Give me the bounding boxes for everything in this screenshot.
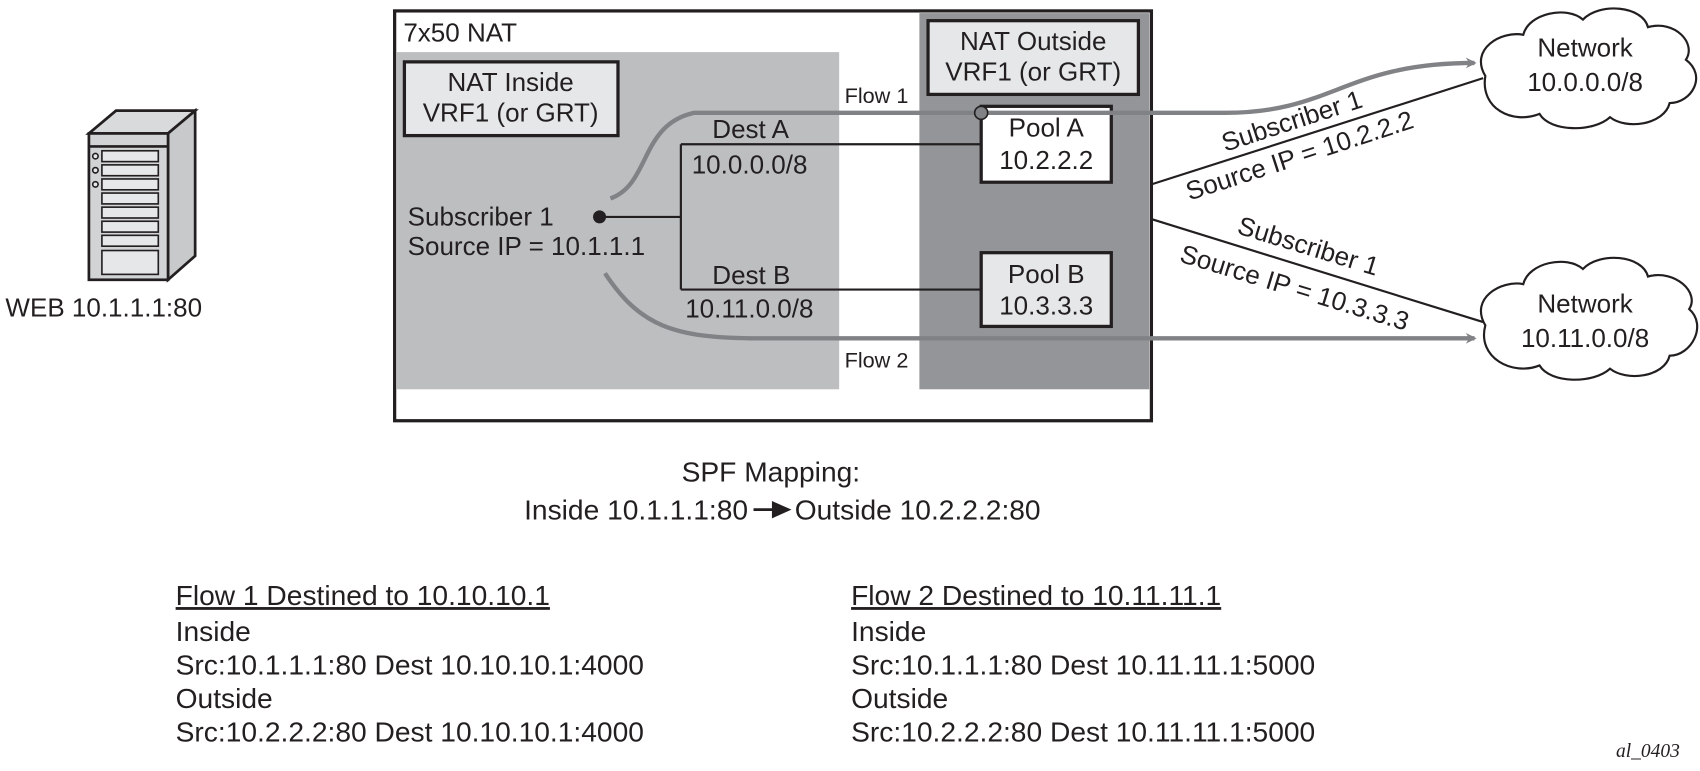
subscriber-name: Subscriber 1 xyxy=(408,202,554,232)
outside-vrf-label: NAT Outside xyxy=(960,26,1107,56)
subscriber-source-ip: Source IP = 10.1.1.1 xyxy=(408,231,645,261)
flow-2-arrow xyxy=(603,272,1477,344)
pool-b-box xyxy=(979,251,1113,329)
flow-1-details: Flow 1 Destined to 10.10.10.1 Inside Src… xyxy=(176,579,644,748)
flow-1-heading: Flow 1 Destined to 10.10.10.1 xyxy=(176,579,550,611)
inside-vrf-label: NAT Inside xyxy=(448,67,574,97)
flow-2-inside-label: Inside xyxy=(851,615,926,647)
network-b-name: Network xyxy=(1537,288,1633,318)
inside-vrf-box xyxy=(402,60,620,138)
nat-box-title: 7x50 NAT xyxy=(403,17,517,47)
flow-2-heading: Flow 2 Destined to 10.11.11.1 xyxy=(851,579,1221,611)
flow-2-inside: Src:10.1.1.1:80 Dest 10.11.11.1:5000 xyxy=(851,648,1315,680)
dest-a-prefix: 10.0.0.0/8 xyxy=(692,150,808,180)
network-a-prefix: 10.0.0.0/8 xyxy=(1527,67,1643,97)
dest-b-label: Dest B xyxy=(712,260,790,290)
pool-b-name: Pool B xyxy=(1008,259,1085,289)
spf-inside: Inside 10.1.1.1:80 xyxy=(524,493,748,525)
network-b-prefix: 10.11.0.0/8 xyxy=(1521,323,1649,353)
flow-2-outside: Src:10.2.2.2:80 Dest 10.11.11.1:5000 xyxy=(851,716,1315,748)
flow-1-junction xyxy=(973,105,989,121)
flow-1-outside: Src:10.2.2.2:80 Dest 10.10.10.1:4000 xyxy=(176,716,644,748)
server-label: WEB 10.1.1.1:80 xyxy=(5,293,202,323)
spf-outside: Outside 10.2.2.2:80 xyxy=(795,493,1041,525)
link-network-b xyxy=(1151,218,1484,324)
figure-id: al_0403 xyxy=(1616,741,1680,762)
pool-b-ip: 10.3.3.3 xyxy=(999,290,1093,320)
flow-1-outside-label: Outside xyxy=(176,682,273,714)
server-icon xyxy=(85,107,199,283)
pool-a-name: Pool A xyxy=(1009,113,1085,143)
network-cloud-a: Network 10.0.0.0/8 xyxy=(1479,7,1698,130)
flow-2-outside-label: Outside xyxy=(851,682,948,714)
flow-1-label: Flow 1 xyxy=(845,83,909,108)
arrow-right-icon xyxy=(753,500,792,519)
network-cloud-b: Network 10.11.0.0/8 xyxy=(1479,256,1699,381)
pool-a-box xyxy=(979,104,1113,184)
outside-vrf-box xyxy=(926,19,1141,97)
flow-1-inside: Src:10.1.1.1:80 Dest 10.10.10.1:4000 xyxy=(176,648,644,680)
inside-vrf-scope: VRF1 (or GRT) xyxy=(423,98,599,128)
dest-a-label: Dest A xyxy=(712,114,789,144)
subscriber-dot xyxy=(593,210,607,224)
flow-2-label: Flow 2 xyxy=(845,348,909,373)
outside-vrf-scope: VRF1 (or GRT) xyxy=(945,56,1121,86)
dest-b-prefix: 10.11.0.0/8 xyxy=(685,294,813,324)
network-a-name: Network xyxy=(1537,32,1633,62)
route-lines xyxy=(599,143,982,291)
spf-mapping-title: SPF Mapping: xyxy=(682,455,861,487)
flow-2-details: Flow 2 Destined to 10.11.11.1 Inside Src… xyxy=(851,579,1315,748)
flow-1-inside-label: Inside xyxy=(176,615,251,647)
flow-1-arrow xyxy=(609,57,1477,201)
pool-a-ip: 10.2.2.2 xyxy=(999,145,1093,175)
link-network-a xyxy=(1151,77,1484,186)
